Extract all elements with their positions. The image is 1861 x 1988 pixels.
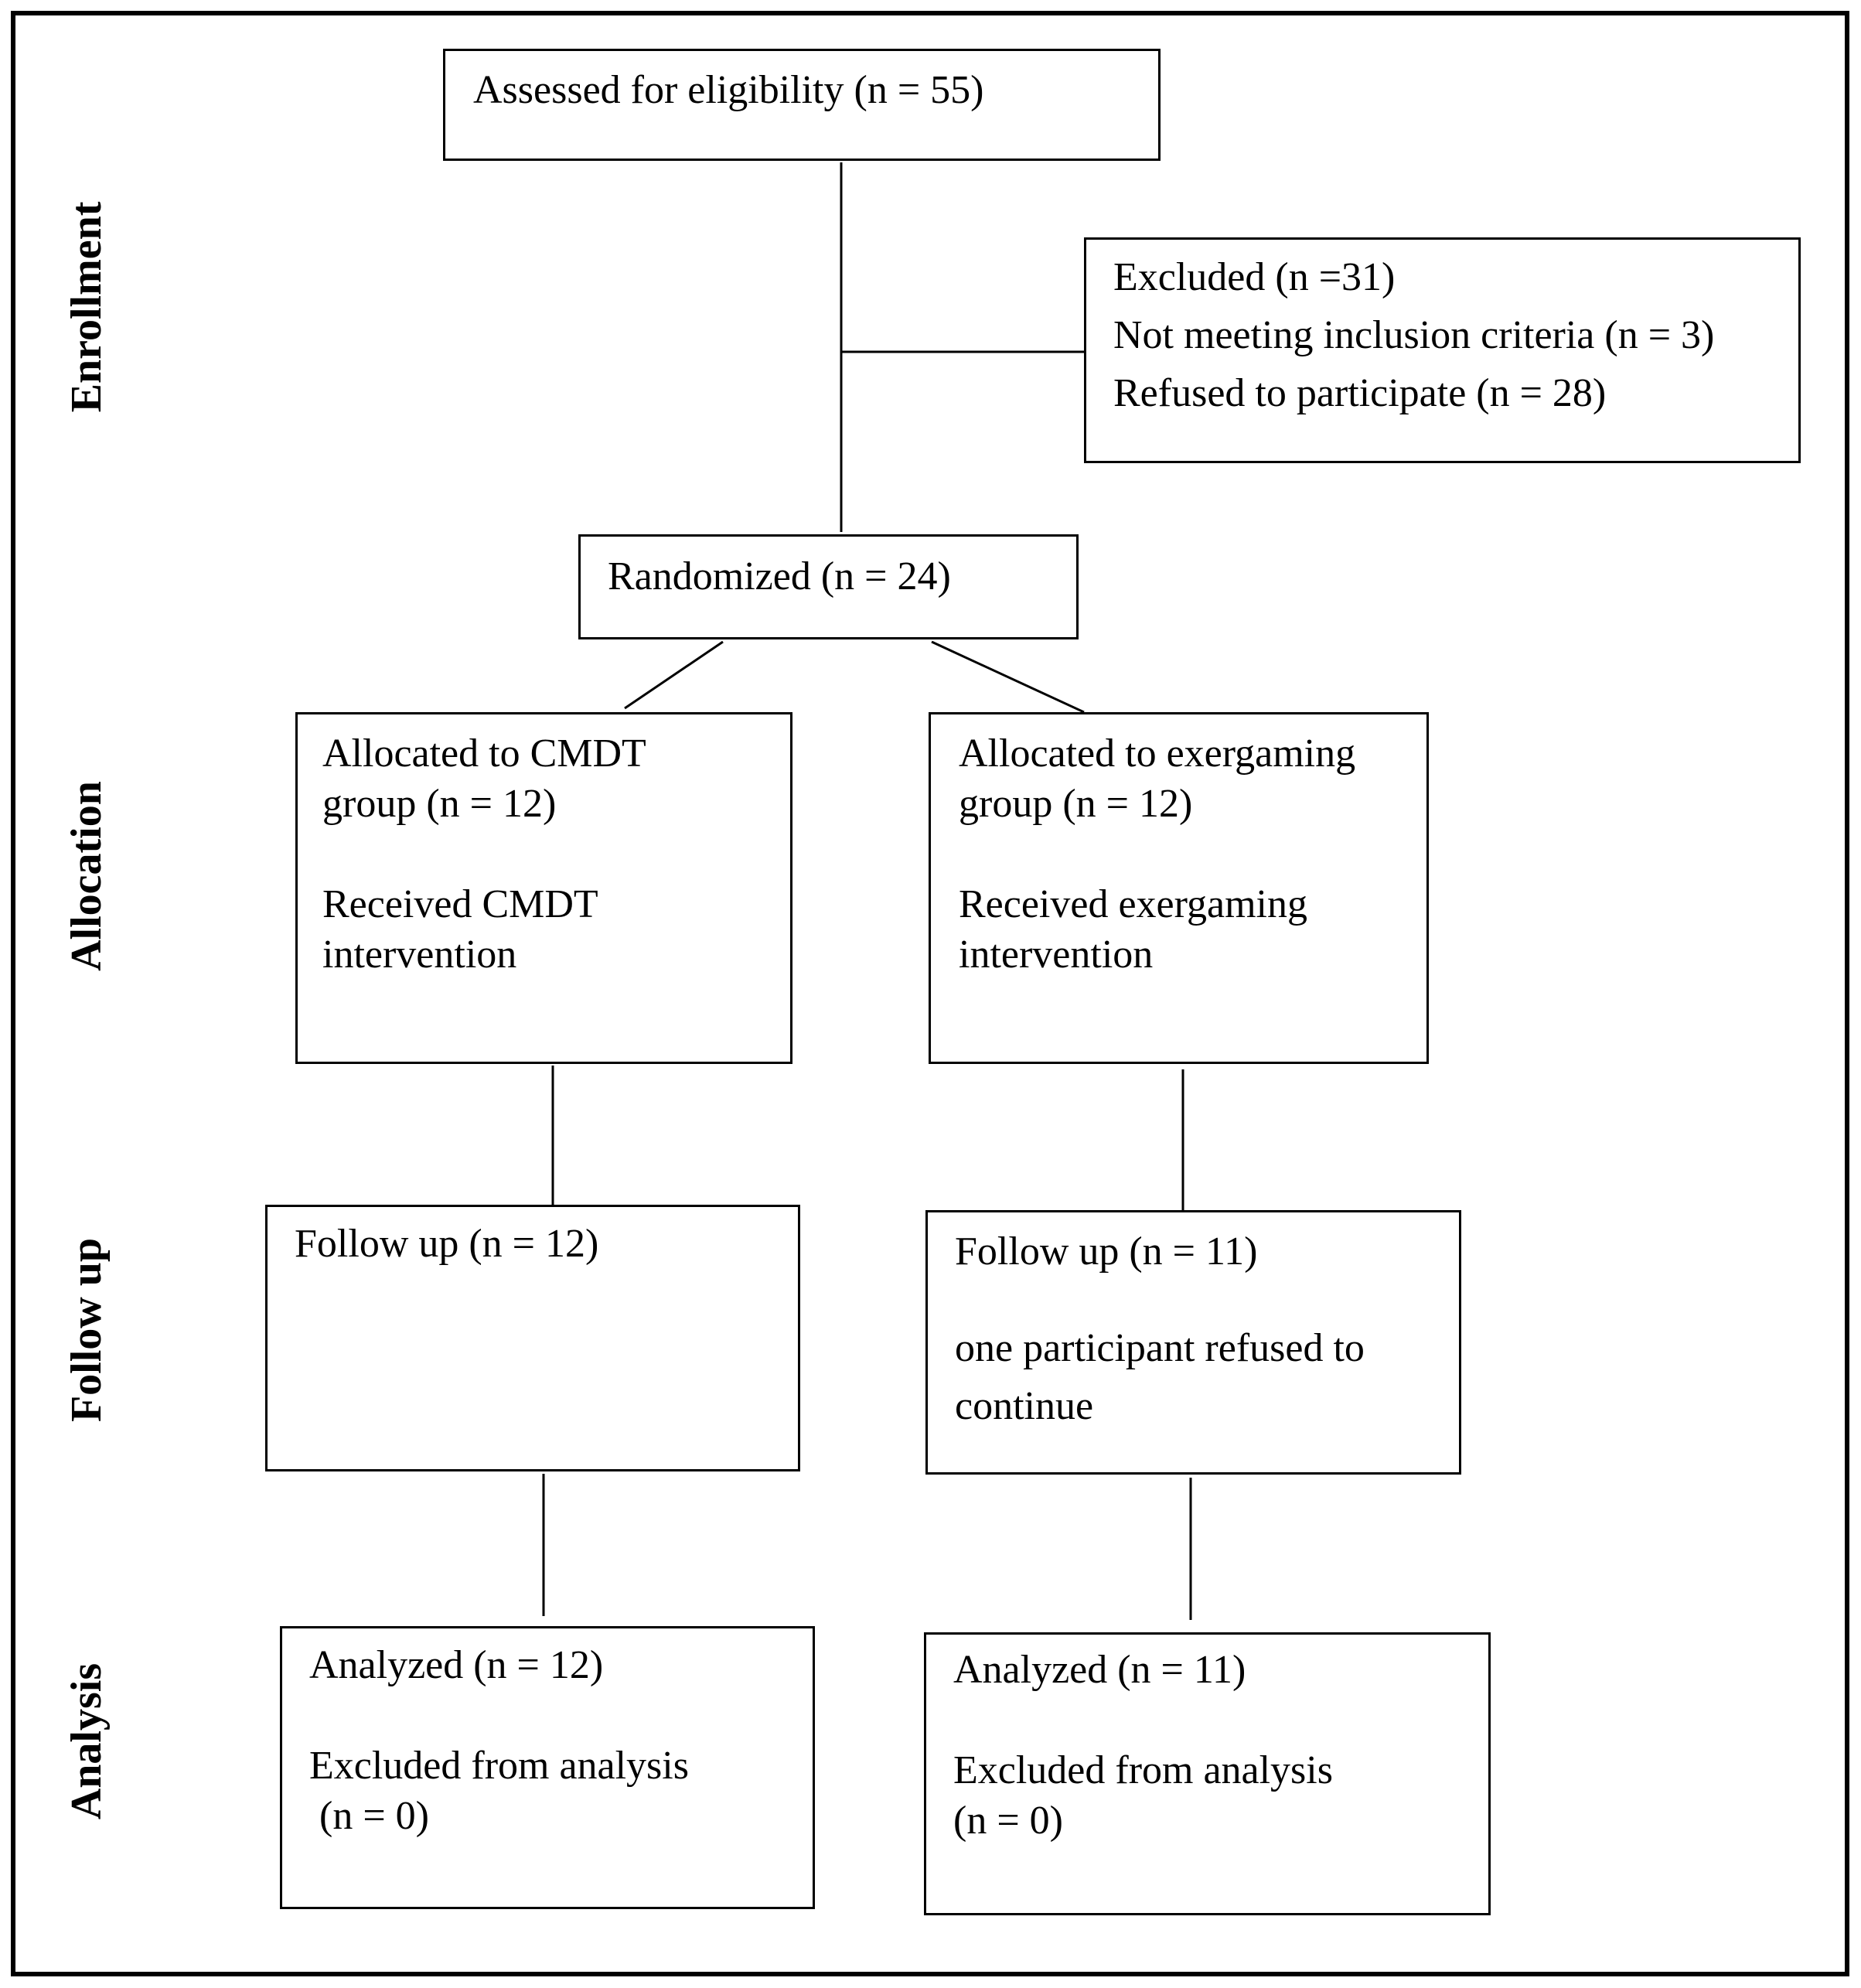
allocation-exergaming-line2: group (n = 12) xyxy=(959,782,1193,826)
follow-up-cmdt-box xyxy=(265,1205,800,1471)
follow-up-exergaming-line2: one participant refused to xyxy=(955,1326,1365,1370)
stage-label-follow-up: Follow up xyxy=(63,1237,111,1423)
allocation-exergaming-box xyxy=(929,712,1429,1064)
analysis-cmdt-line3: (n = 0) xyxy=(309,1794,429,1838)
allocation-cmdt-line2: group (n = 12) xyxy=(322,782,557,826)
excluded-refused: Refused to participate (n = 28) xyxy=(1113,371,1607,415)
allocation-cmdt-line4: intervention xyxy=(322,933,517,977)
stage-label-enrollment: Enrollment xyxy=(63,201,111,413)
follow-up-exergaming-box xyxy=(925,1210,1461,1475)
randomized-text: Randomized (n = 24) xyxy=(608,554,951,598)
follow-up-cmdt-text: Follow up (n = 12) xyxy=(295,1222,599,1266)
connector-randomized-cmdt xyxy=(624,640,724,710)
analysis-exergaming-line1: Analyzed (n = 11) xyxy=(953,1648,1246,1692)
stage-label-allocation: Allocation xyxy=(63,781,111,971)
outer-frame xyxy=(11,11,1849,1976)
analysis-cmdt-line1: Analyzed (n = 12) xyxy=(309,1643,604,1687)
excluded-box xyxy=(1084,237,1801,463)
assessed-text: Assessed for eligibility (n = 55) xyxy=(473,68,984,112)
allocation-exergaming-line4: intervention xyxy=(959,933,1154,977)
allocation-exergaming-line1: Allocated to exergaming xyxy=(959,731,1356,776)
allocation-cmdt-line1: Allocated to CMDT xyxy=(322,731,646,776)
follow-up-exergaming-line1: Follow up (n = 11) xyxy=(955,1229,1258,1274)
analysis-cmdt-line2: Excluded from analysis xyxy=(309,1744,689,1788)
allocation-cmdt-line3: Received CMDT xyxy=(322,882,598,926)
excluded-criteria: Not meeting inclusion criteria (n = 3) xyxy=(1113,313,1715,357)
allocation-cmdt-box xyxy=(295,712,792,1064)
randomized-box xyxy=(578,534,1079,639)
analysis-exergaming-line3: (n = 0) xyxy=(953,1799,1063,1843)
analysis-exergaming-line2: Excluded from analysis xyxy=(953,1748,1333,1792)
assessed-box xyxy=(443,49,1161,161)
follow-up-exergaming-line3: continue xyxy=(955,1384,1094,1428)
analysis-cmdt-box xyxy=(280,1626,815,1909)
analysis-exergaming-box xyxy=(924,1632,1491,1915)
allocation-exergaming-line3: Received exergaming xyxy=(959,882,1307,926)
connector-randomized-exer xyxy=(931,640,1085,714)
stage-label-analysis: Analysis xyxy=(63,1662,111,1820)
excluded-heading: Excluded (n =31) xyxy=(1113,255,1396,299)
